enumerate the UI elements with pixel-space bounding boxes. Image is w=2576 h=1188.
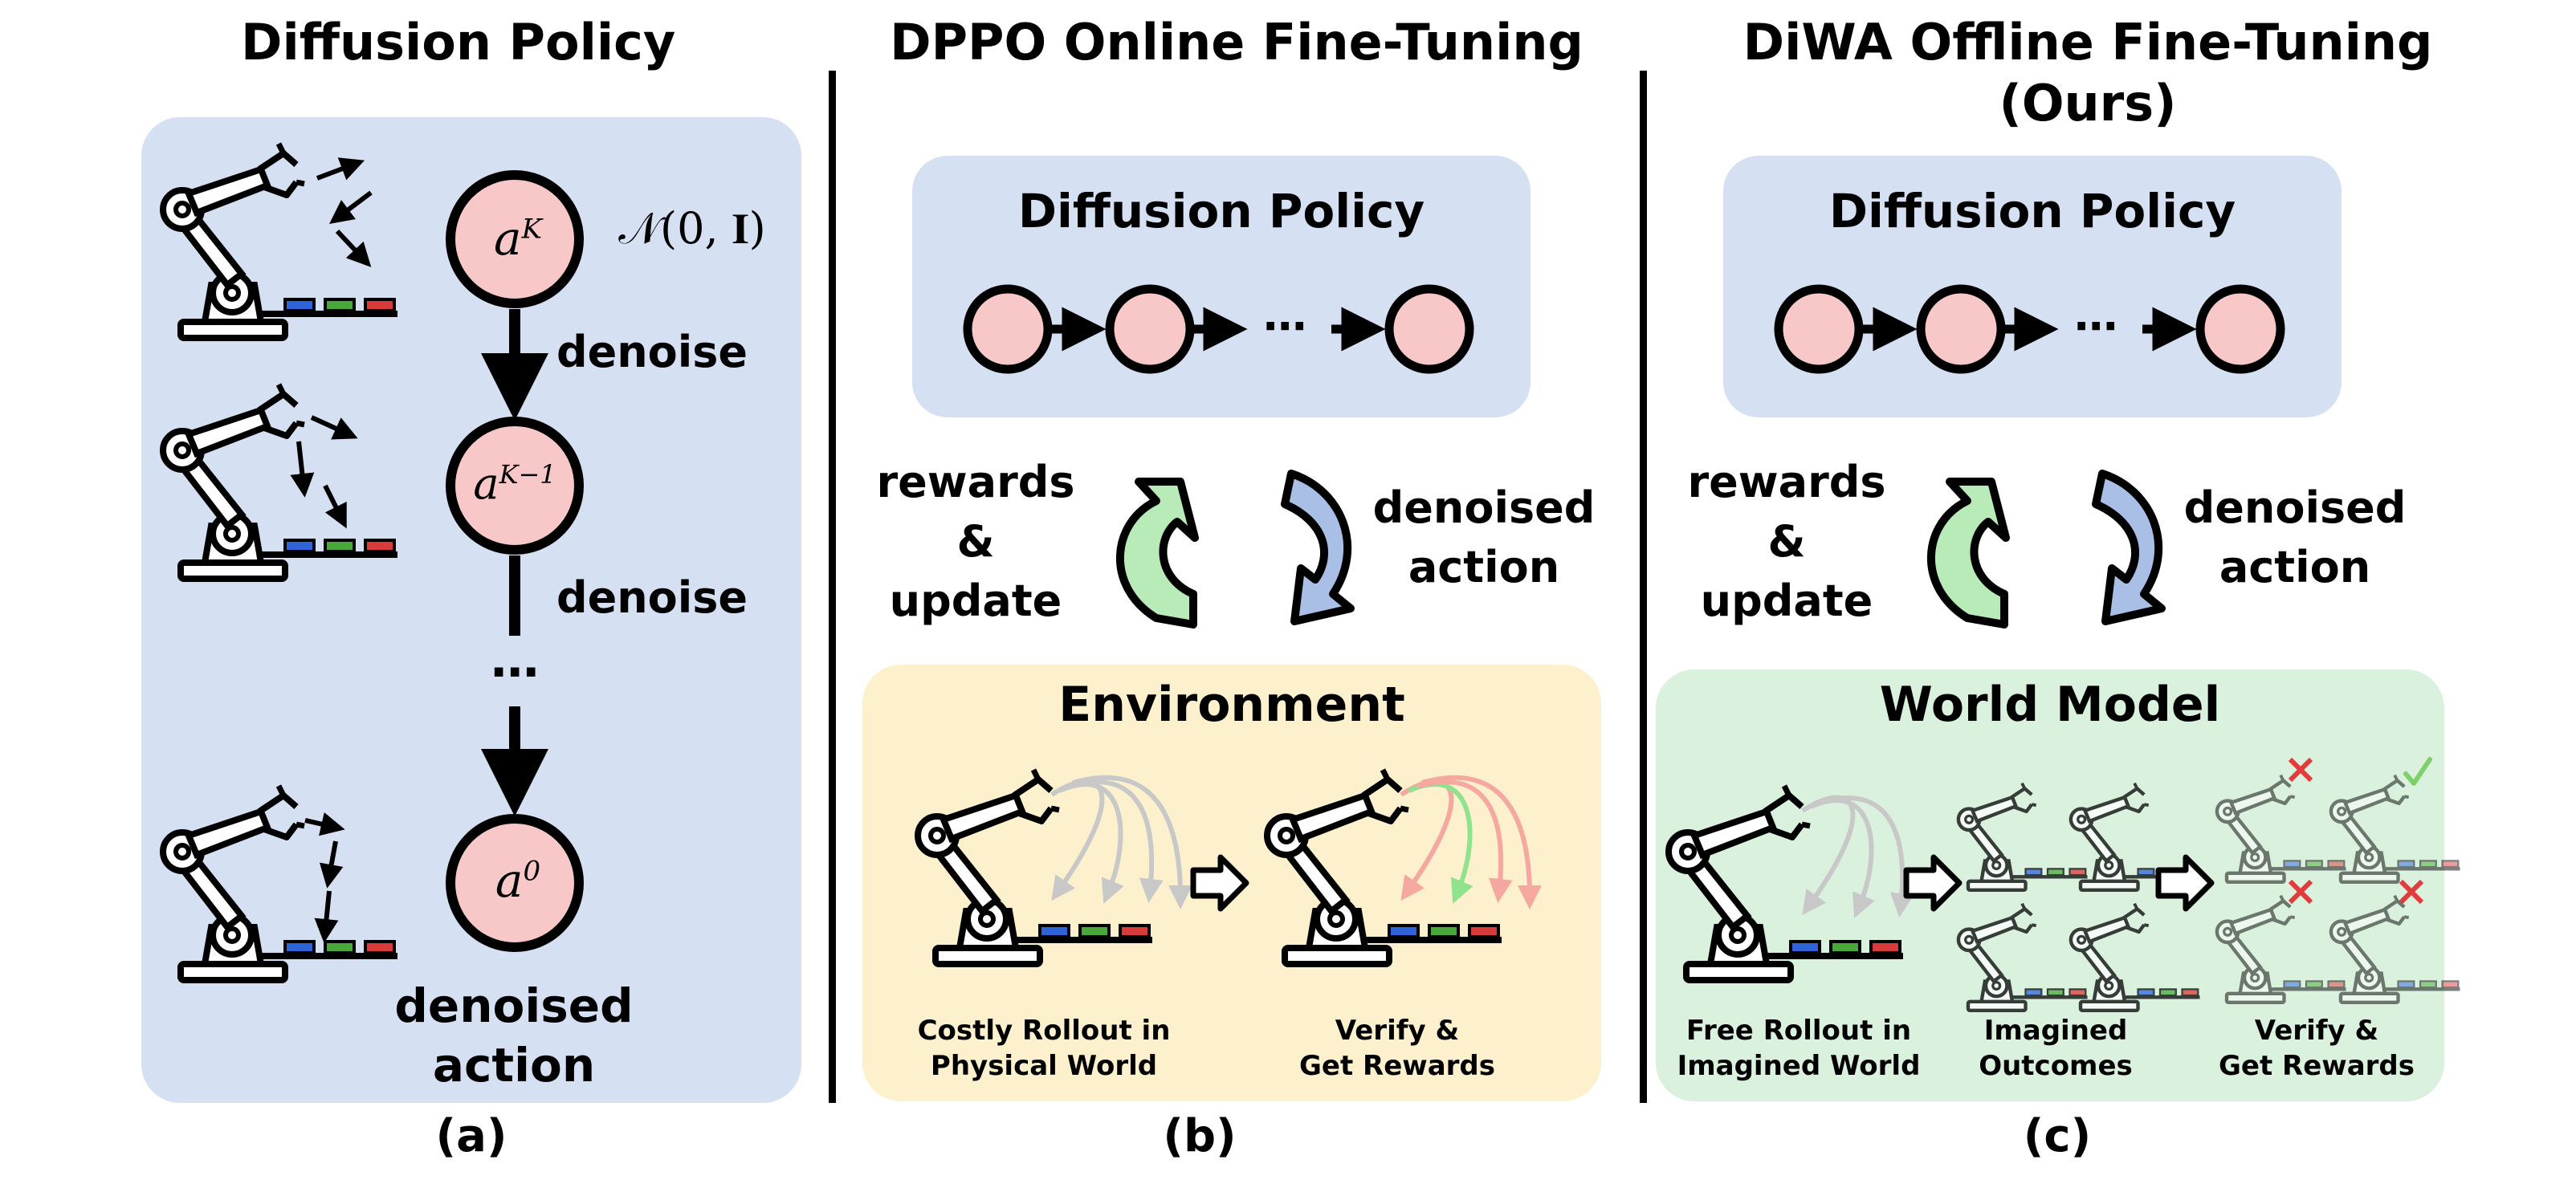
node-aK (446, 170, 584, 308)
panel-b-caption-2-line1: Verify & (1335, 1015, 1460, 1047)
node-aK-1 (446, 417, 584, 555)
wm-rollout-trajectories (1801, 795, 1914, 918)
panel-a-label: (a) (435, 1110, 507, 1162)
node-aK-label: aK (474, 215, 562, 262)
panel-b-update-arrow-icon (1115, 478, 1199, 629)
panel-c-rewards-label: rewards (1687, 457, 1886, 507)
wm-imagined-robot-1 (1958, 783, 2088, 890)
panel-b-caption-2-line2: Get Rewards (1299, 1050, 1495, 1082)
wm-verified-robot-3 (2217, 896, 2346, 1003)
node-aK-1-base: a (473, 458, 499, 509)
env-next-arrow-icon (1190, 854, 1249, 912)
denoise-label-2: denoise (556, 572, 748, 623)
panel-c-policy-title: Diffusion Policy (1828, 184, 2236, 238)
wm-cross-icon-2 (2288, 879, 2313, 905)
wm-next-arrow-icon-1 (1903, 854, 1963, 912)
panel-b-action-label: action (1408, 542, 1560, 592)
denoise-label-1: denoise (556, 327, 748, 377)
panel-b-denoised-label: denoised (1372, 482, 1596, 533)
wm-imagined-robot-4 (2071, 904, 2200, 1011)
node-aK-1-sup: K−1 (499, 459, 556, 490)
panel-c-update-label: update (1700, 576, 1873, 626)
panel-c-caption-1-line1: Free Rollout in (1685, 1015, 1912, 1047)
panel-c-world-model-title: World Model (1879, 677, 2221, 733)
wm-next-arrow-icon-2 (2155, 854, 2215, 912)
panel-c-caption-1-line2: Imagined World (1677, 1050, 1921, 1082)
panel-b-update-label: update (889, 576, 1062, 626)
wm-cross-icon-3 (2399, 879, 2424, 905)
node-a0 (446, 814, 584, 952)
panel-b-chain-ellipsis: ⋯ (1263, 301, 1306, 352)
panel-a-title: Diffusion Policy (241, 13, 676, 71)
env-rollout-trajectories (1050, 775, 1192, 909)
panel-c-title-line1: DiWA Offline Fine-Tuning (1742, 13, 2433, 71)
panel-c-caption-2-line2: Outcomes (1979, 1050, 2133, 1082)
panel-c-caption-3-line1: Verify & (2254, 1015, 2379, 1047)
panel-c-world-model-box (1656, 669, 2444, 1101)
panel-b-environment-title: Environment (1058, 677, 1405, 733)
node-aK-1-label: aK−1 (446, 462, 583, 506)
node-a0-base: a (495, 853, 524, 908)
wm-cross-icon-1 (2288, 757, 2313, 783)
node-aK-base: a (494, 211, 522, 266)
wm-check-icon (2403, 757, 2432, 786)
panel-b-title: DPPO Online Fine-Tuning (890, 13, 1584, 71)
wm-verified-robot-1 (2217, 775, 2346, 882)
panel-b-label: (b) (1163, 1110, 1237, 1162)
env-verify-trajectories (1400, 775, 1542, 909)
panel-b-ampersand-label: & (956, 516, 995, 567)
panel-b-rewards-label: rewards (876, 457, 1075, 507)
panel-c-caption-3-line2: Get Rewards (2219, 1050, 2415, 1082)
panel-c-update-arrow-icon (1926, 478, 2010, 629)
panel-c-ampersand-label: & (1767, 516, 1806, 567)
panel-c-caption-2-line1: Imagined (1983, 1015, 2128, 1047)
separator-1 (829, 71, 836, 1103)
result-line-2: action (432, 1038, 596, 1092)
panel-c-label: (c) (2023, 1110, 2092, 1162)
wm-verified-robot-4 (2331, 896, 2460, 1003)
node-aK-sup: K (521, 213, 542, 246)
panel-b-policy-title: Diffusion Policy (1017, 184, 1425, 238)
panel-c-node-chain (1774, 284, 2285, 374)
separator-2 (1640, 71, 1647, 1103)
panel-c-title-line2: (Ours) (1999, 74, 2177, 132)
panel-b-caption-1-line2: Physical World (930, 1050, 1158, 1082)
panel-c-denoised-label: denoised (2183, 482, 2407, 533)
panel-c-chain-ellipsis: ⋯ (2074, 301, 2117, 352)
wm-imagined-robot-3 (1958, 904, 2088, 1011)
node-a0-label: a0 (474, 857, 562, 904)
panel-b-node-chain (963, 284, 1474, 374)
noise-distribution: 𝒩(0, 𝐈) (618, 203, 766, 254)
ellipsis-vertical: ⋯ (491, 645, 539, 701)
panel-c-action-arrow-icon (2092, 470, 2166, 625)
panel-c-action-label: action (2219, 542, 2371, 592)
panel-b-action-arrow-icon (1281, 470, 1355, 625)
wm-verified-robot-2 (2331, 775, 2460, 882)
panel-b-caption-1-line1: Costly Rollout in (917, 1015, 1171, 1047)
node-a0-sup: 0 (523, 855, 541, 888)
result-line-1: denoised (394, 978, 634, 1033)
